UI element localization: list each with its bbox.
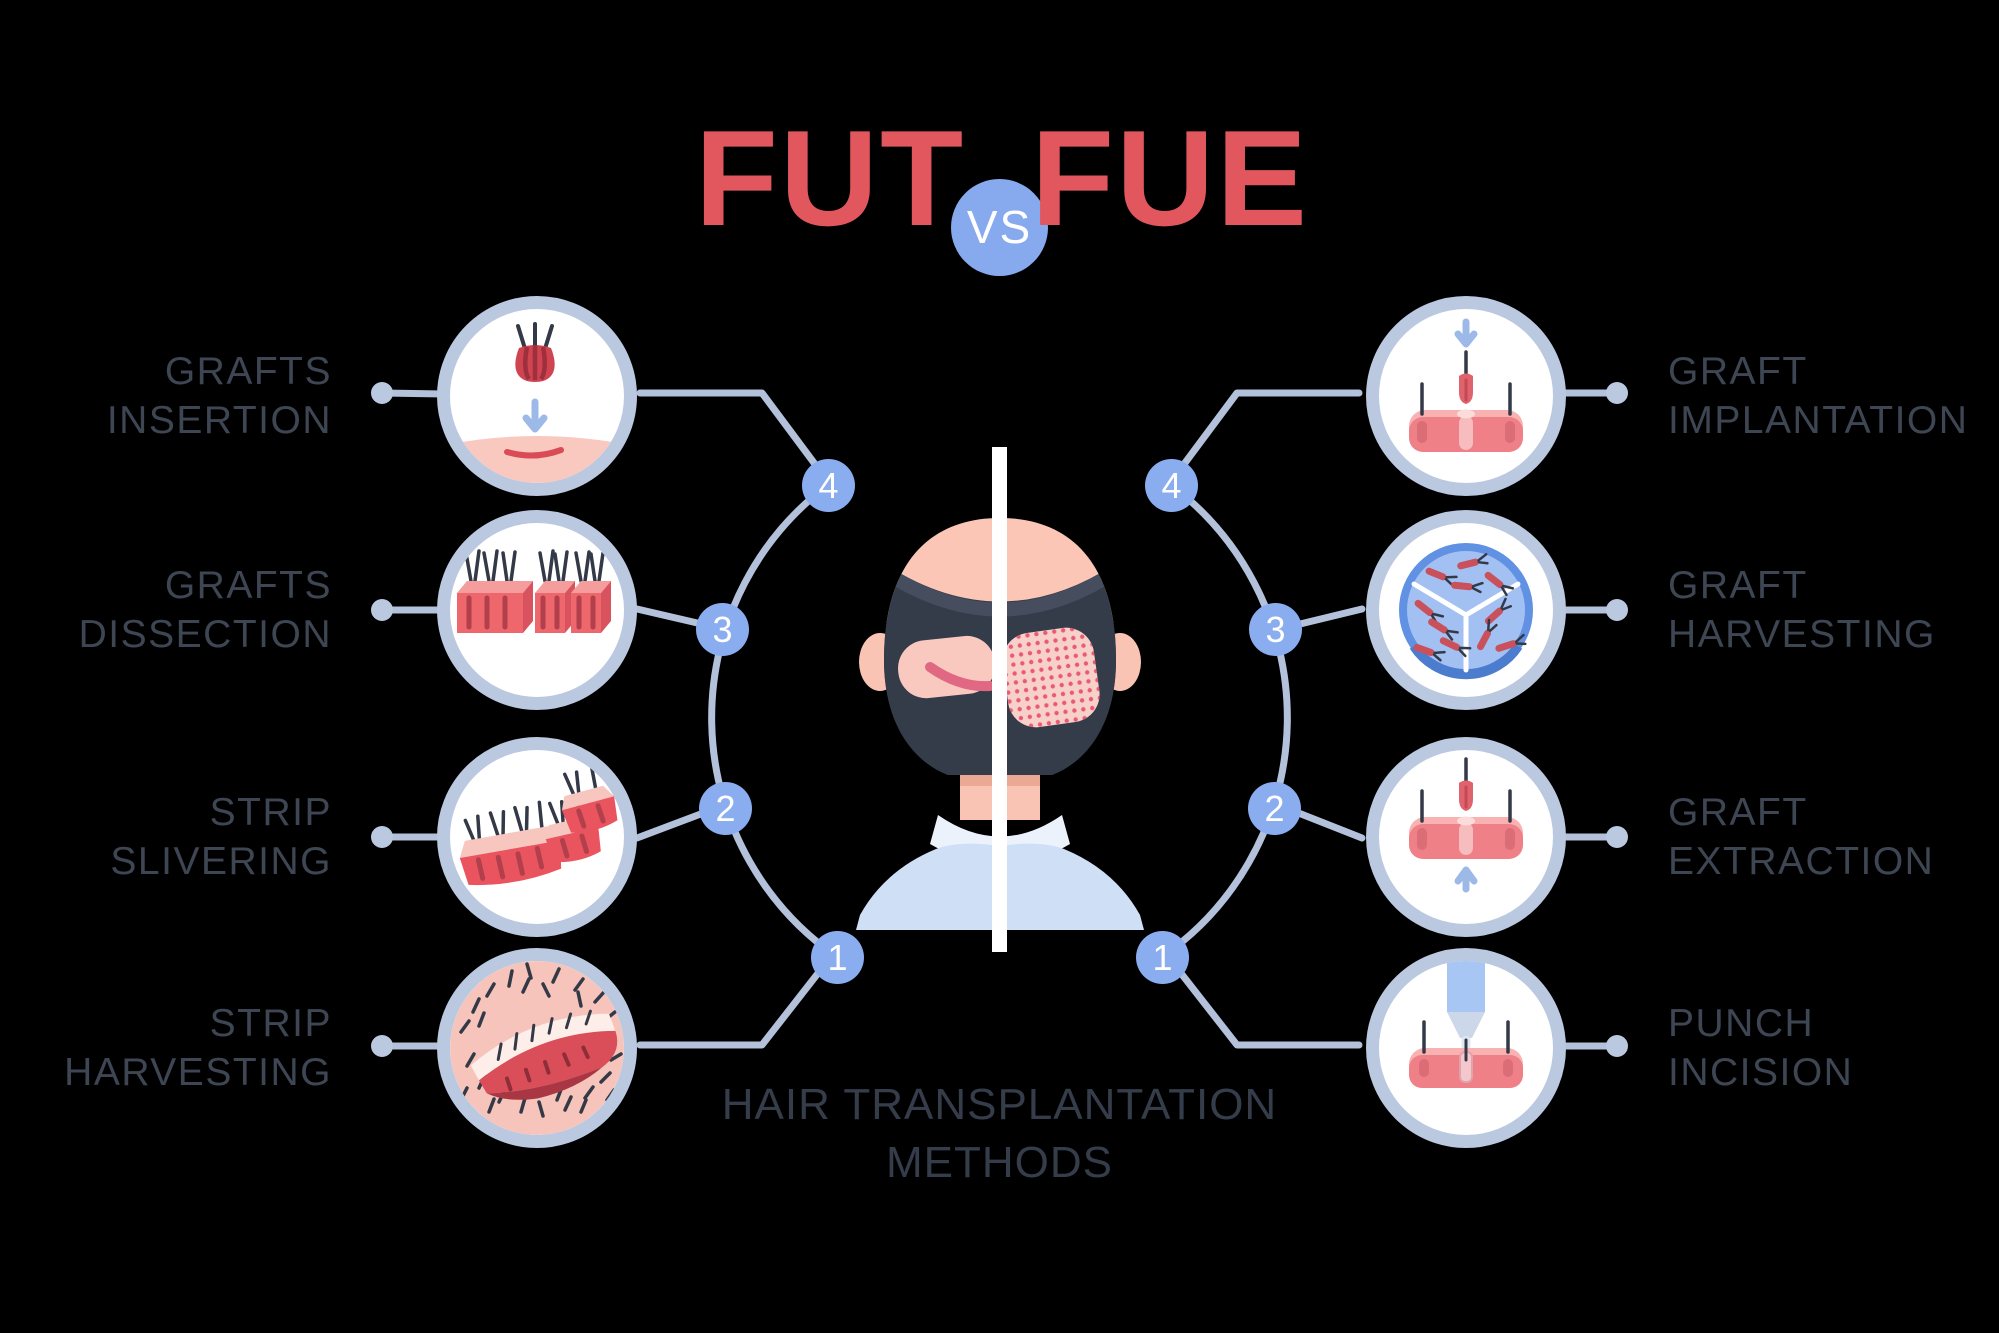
step-circle-grafts-insertion: [437, 296, 637, 496]
step-badge-fut-3: 3: [696, 603, 749, 656]
punch-tool: [1447, 961, 1485, 1012]
graft-extraction-icon: [1409, 757, 1523, 893]
step-badge-fut-1: 1: [811, 931, 864, 984]
vs-badge: VS: [951, 179, 1048, 276]
step-badge-fue-4: 4: [1145, 459, 1198, 512]
step-badge-fue-3: 3: [1249, 603, 1302, 656]
step-badge-fut-2: 2: [699, 782, 752, 835]
bottom-caption: HAIR TRANSPLANTATION METHODS: [0, 1076, 1999, 1192]
grafts-insertion-icon: [450, 322, 624, 483]
graft-implantation-icon: [1409, 318, 1523, 452]
fut-sequence-arc: [708, 481, 841, 961]
caption-line-1: HAIR TRANSPLANTATION: [721, 1080, 1278, 1129]
step-badge-fue-2: 2: [1248, 782, 1301, 835]
title-fut: FUT: [694, 102, 966, 254]
step-badge-fut-4: 4: [802, 459, 855, 512]
arrow-up-icon: [1454, 866, 1478, 893]
step-circle-graft-implantation: [1366, 296, 1566, 496]
strip-slivering-icon: [459, 763, 618, 886]
punch-incision-icon: [1409, 961, 1523, 1088]
graft-harvesting-icon: [1388, 532, 1544, 688]
title-fue: FUE: [1031, 102, 1309, 254]
fue-sequence-arc: [1158, 481, 1291, 961]
graft-pieces: [1413, 553, 1527, 662]
arrow-down-icon: [1454, 318, 1478, 348]
arrow-down-icon: [522, 398, 548, 433]
strip-harvesting-icon: [450, 961, 624, 1135]
step-circle-strip-slivering: [437, 737, 637, 937]
fue-dotted-area: [1002, 627, 1100, 728]
label-connector-dots: [371, 382, 1628, 1057]
fut-scar-line: [925, 662, 995, 692]
step-circle-graft-harvesting: [1366, 510, 1566, 710]
step-circle-graft-extraction: [1366, 737, 1566, 937]
step-circle-strip-harvesting: [437, 948, 637, 1148]
step-badge-fue-1: 1: [1136, 931, 1189, 984]
step-circle-grafts-dissection: [437, 510, 637, 710]
grafts-dissection-icon: [457, 549, 611, 633]
caption-line-2: METHODS: [886, 1138, 1113, 1187]
center-divider: [992, 447, 1007, 952]
back-of-head-illustration: [856, 447, 1144, 952]
